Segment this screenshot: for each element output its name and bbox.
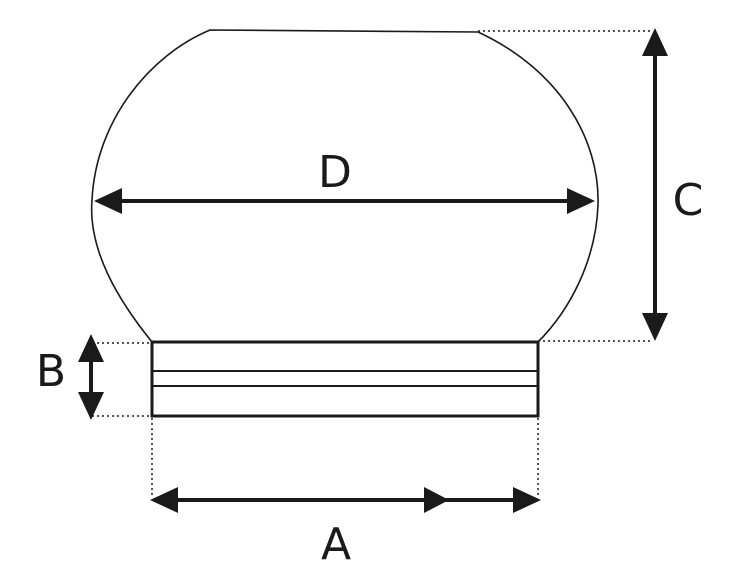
dimension-c-arrow-bottom <box>642 313 668 341</box>
dimension-d-arrow-left <box>94 188 122 214</box>
dimension-b-label: B <box>36 346 66 397</box>
dimension-a-label: A <box>321 519 351 570</box>
dimension-a-arrow-mid <box>424 487 449 513</box>
dimension-c-label: C <box>673 175 704 226</box>
globe-base <box>150 340 540 418</box>
dimension-d-label: D <box>318 147 352 198</box>
dimension-c-arrow-top <box>642 28 668 56</box>
dimension-c: C <box>642 28 703 341</box>
dimension-a: A <box>150 487 541 570</box>
dimension-b-arrow-top <box>78 334 104 362</box>
dimension-d: D <box>94 147 595 214</box>
dimension-b: B <box>36 334 104 420</box>
extension-lines <box>92 30 650 498</box>
dimension-a-arrow-left <box>150 487 178 513</box>
dimension-a-arrow-right <box>513 487 541 513</box>
base-rectangle <box>150 340 540 418</box>
dimension-b-arrow-bottom <box>78 392 104 420</box>
dimension-d-arrow-right <box>567 188 595 214</box>
